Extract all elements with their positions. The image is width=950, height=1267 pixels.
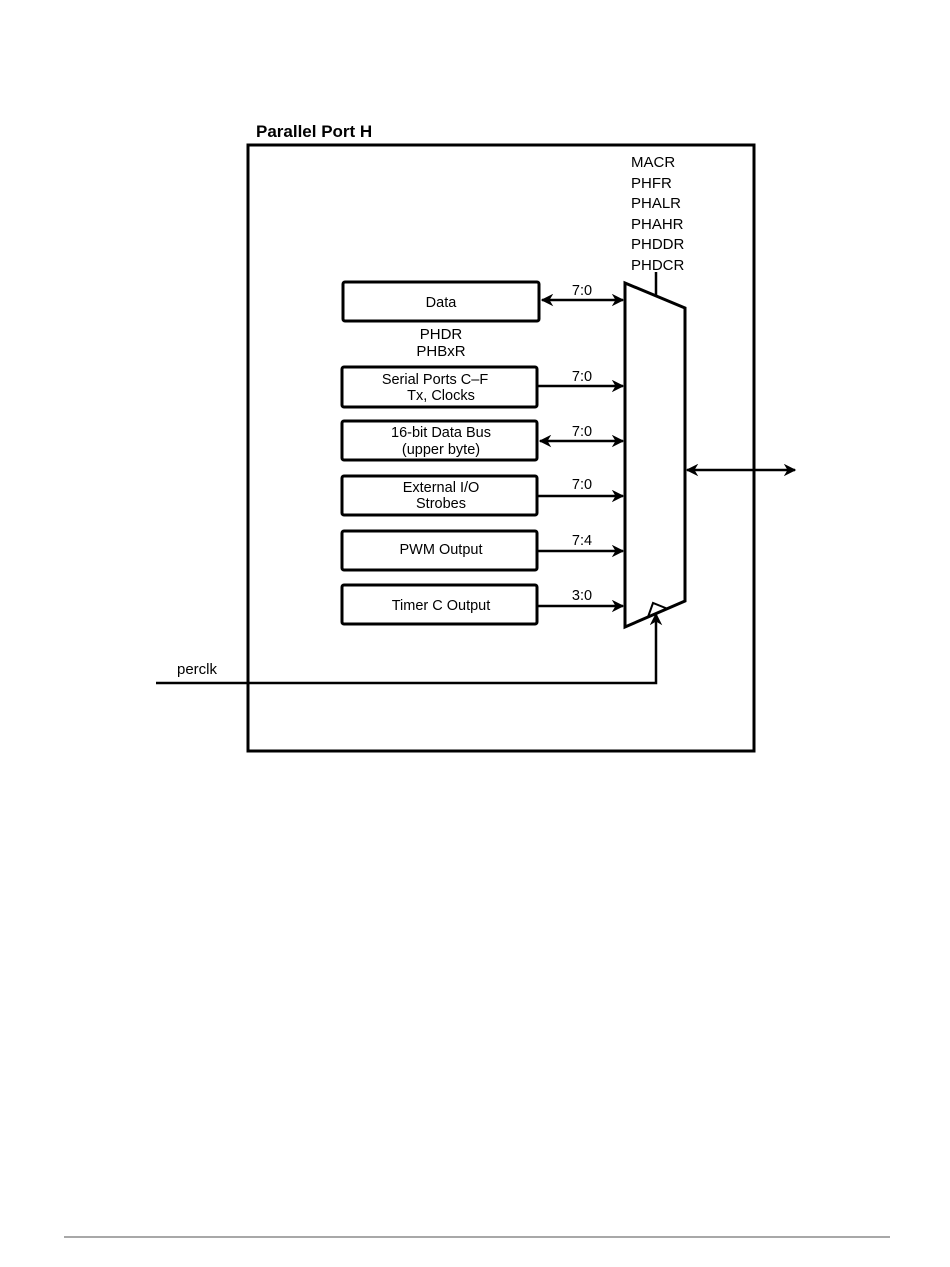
block-label: 16-bit Data Bus	[391, 425, 491, 441]
block-serial-ports: Serial Ports C–F Tx, Clocks	[342, 367, 537, 407]
bit-range-label: 7:0	[572, 369, 592, 385]
block-label: Data	[426, 295, 458, 311]
block-timer-c-output: Timer C Output	[342, 585, 537, 624]
block-label: PWM Output	[400, 542, 483, 558]
multiplexer	[625, 283, 685, 627]
block-label: External I/O	[403, 480, 480, 496]
block-pwm-output: PWM Output	[342, 531, 537, 570]
block-label: (upper byte)	[402, 442, 480, 458]
bit-range-label: 7:0	[572, 424, 592, 440]
block-label: Serial Ports C–F	[382, 372, 489, 388]
block-label: Timer C Output	[392, 598, 491, 614]
register-label: PHFR	[631, 175, 672, 192]
block-data: Data	[343, 282, 539, 321]
page-footer-rule	[64, 1236, 890, 1238]
bit-range-label: 3:0	[572, 588, 592, 604]
register-label: PHALR	[631, 195, 681, 212]
bit-range-label: 7:0	[572, 477, 592, 493]
clock-label: perclk	[177, 661, 218, 678]
bit-range-label: 7:4	[572, 533, 592, 549]
block-external-io: External I/O Strobes	[342, 476, 537, 515]
control-register-list: MACR PHFR PHALR PHAHR PHDDR PHDCR	[631, 154, 685, 274]
block-label: Tx, Clocks	[407, 388, 475, 404]
register-label: PHAHR	[631, 216, 684, 233]
register-label: PHDDR	[631, 236, 685, 253]
data-register-label: PHDR	[420, 326, 463, 343]
register-label: PHDCR	[631, 257, 685, 274]
data-register-label: PHBxR	[416, 343, 465, 360]
block-16bit-data-bus: 16-bit Data Bus (upper byte)	[342, 421, 537, 460]
bit-range-label: 7:0	[572, 283, 592, 299]
register-label: MACR	[631, 154, 675, 171]
diagram-title: Parallel Port H	[256, 122, 372, 141]
block-label: Strobes	[416, 496, 466, 512]
